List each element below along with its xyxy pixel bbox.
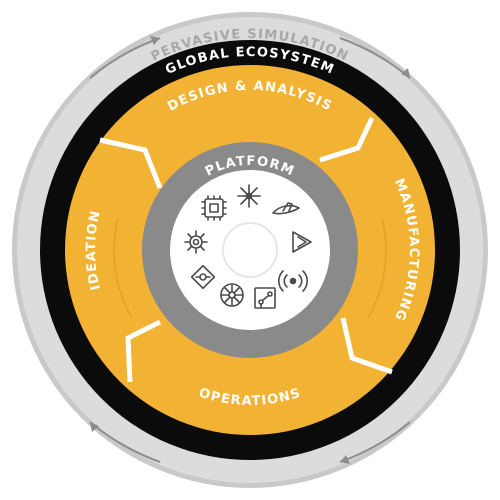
arrowheads — [90, 36, 410, 464]
separator-top-left — [99, 137, 163, 189]
shade-arc — [113, 217, 133, 319]
prism-icon — [292, 231, 312, 253]
segment-separators — [99, 116, 393, 383]
arrowhead-icon — [150, 36, 160, 45]
arrowhead-icon — [90, 422, 99, 432]
shade-arc — [367, 217, 387, 319]
aircraft-icon — [272, 202, 300, 215]
sparkle-icon — [237, 184, 261, 208]
platform-icons — [184, 184, 312, 309]
separator-bottom-right — [340, 317, 393, 375]
arrowhead-icon — [340, 455, 350, 464]
signal-icon — [278, 270, 308, 292]
arrowhead-icon — [401, 68, 410, 78]
gear-icon — [184, 230, 208, 254]
segment-shading — [113, 217, 387, 319]
turbine-icon — [220, 283, 244, 307]
separator-top-right — [319, 116, 375, 163]
core-center — [222, 222, 278, 278]
segment-label-ideation: IDEATION — [84, 209, 104, 292]
chip-icon — [201, 195, 227, 221]
separator-bottom-left — [125, 319, 162, 383]
pcb-icon — [190, 264, 216, 290]
network-icon — [254, 287, 276, 309]
